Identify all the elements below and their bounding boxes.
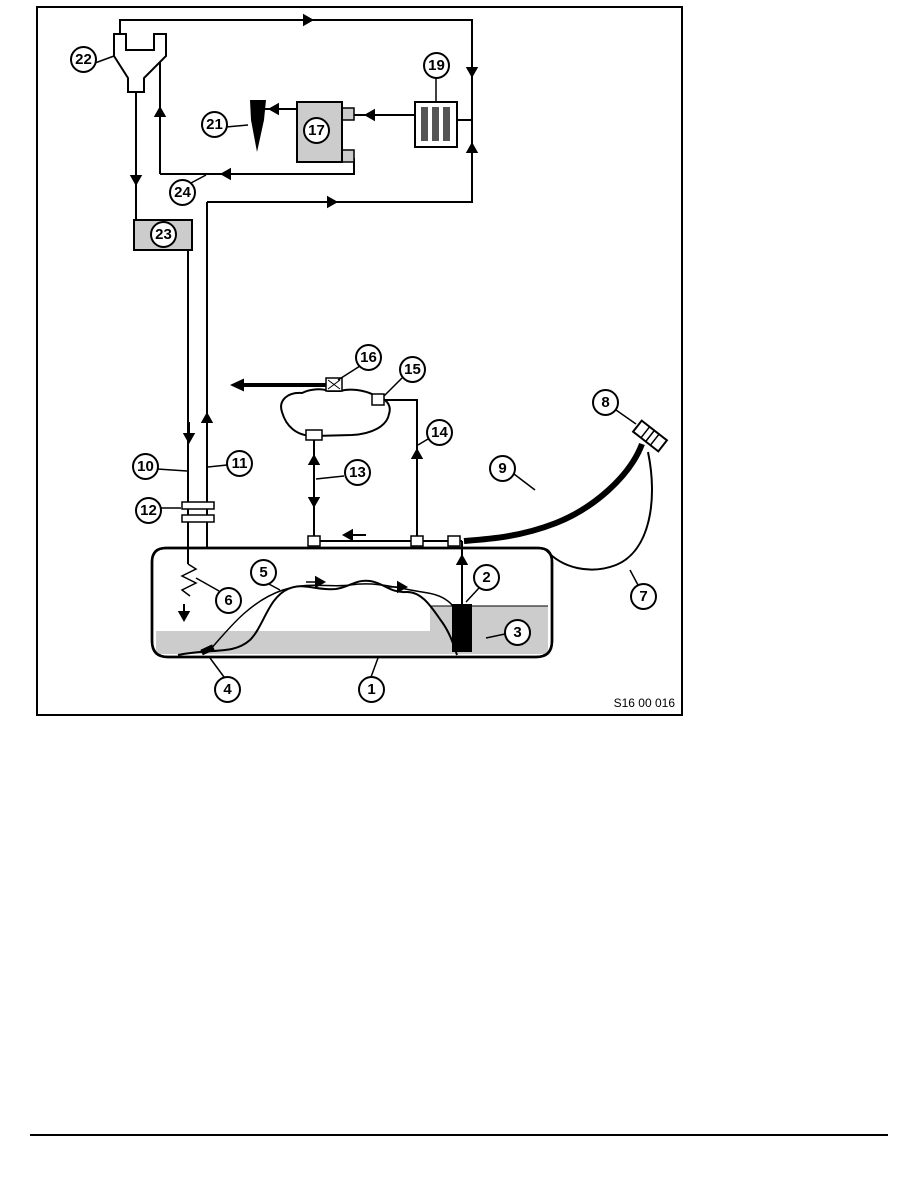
fuel-pump-2 bbox=[452, 604, 472, 652]
callout-15: 15 bbox=[399, 356, 426, 383]
manifold-fittings bbox=[307, 535, 461, 547]
vent-hose-9 bbox=[463, 442, 645, 544]
figure-frame: 22 21 17 19 24 23 16 15 8 14 10 11 13 9 … bbox=[36, 6, 683, 716]
callout-6: 6 bbox=[215, 587, 242, 614]
callout-7: 7 bbox=[630, 583, 657, 610]
hoses bbox=[463, 442, 653, 571]
transfer-line-5 bbox=[209, 583, 454, 651]
figure-code: S16 00 016 bbox=[613, 696, 675, 710]
callout-8: 8 bbox=[592, 389, 619, 416]
callout-1: 1 bbox=[358, 676, 385, 703]
callout-2: 2 bbox=[473, 564, 500, 591]
callout-3: 3 bbox=[504, 619, 531, 646]
callout-9: 9 bbox=[489, 455, 516, 482]
vent-valve-16 bbox=[325, 377, 343, 392]
callout-23: 23 bbox=[150, 221, 177, 248]
callout-leaders bbox=[94, 55, 639, 678]
page-divider bbox=[30, 1134, 888, 1136]
expansion-tank-fittings bbox=[305, 393, 385, 441]
callout-17: 17 bbox=[303, 117, 330, 144]
callout-19: 19 bbox=[423, 52, 450, 79]
fuel-filter-19 bbox=[414, 101, 458, 148]
suction-fitting-4 bbox=[200, 644, 215, 656]
vent-outlet-line bbox=[230, 378, 328, 392]
spring-6 bbox=[180, 563, 198, 597]
callout-4: 4 bbox=[214, 676, 241, 703]
vent-pipe-14 bbox=[384, 399, 418, 541]
vent-hose-7 bbox=[545, 451, 653, 571]
callout-11: 11 bbox=[226, 450, 253, 477]
callout-14: 14 bbox=[426, 419, 453, 446]
callout-16: 16 bbox=[355, 344, 382, 371]
pipe-clamp-12 bbox=[181, 501, 215, 523]
top-loop-pipe bbox=[119, 19, 473, 203]
vent-connector-8 bbox=[631, 419, 669, 453]
schematic-drawing bbox=[94, 13, 669, 678]
callout-12: 12 bbox=[135, 497, 162, 524]
callout-21: 21 bbox=[201, 111, 228, 138]
flow-arrows bbox=[129, 13, 479, 623]
callout-24: 24 bbox=[169, 179, 196, 206]
nozzle-21 bbox=[250, 100, 266, 152]
callout-13: 13 bbox=[344, 459, 371, 486]
callout-10: 10 bbox=[132, 453, 159, 480]
in-tank-lines bbox=[180, 563, 454, 651]
callout-22: 22 bbox=[70, 46, 97, 73]
callout-5: 5 bbox=[250, 559, 277, 586]
distributor-22 bbox=[113, 33, 167, 93]
